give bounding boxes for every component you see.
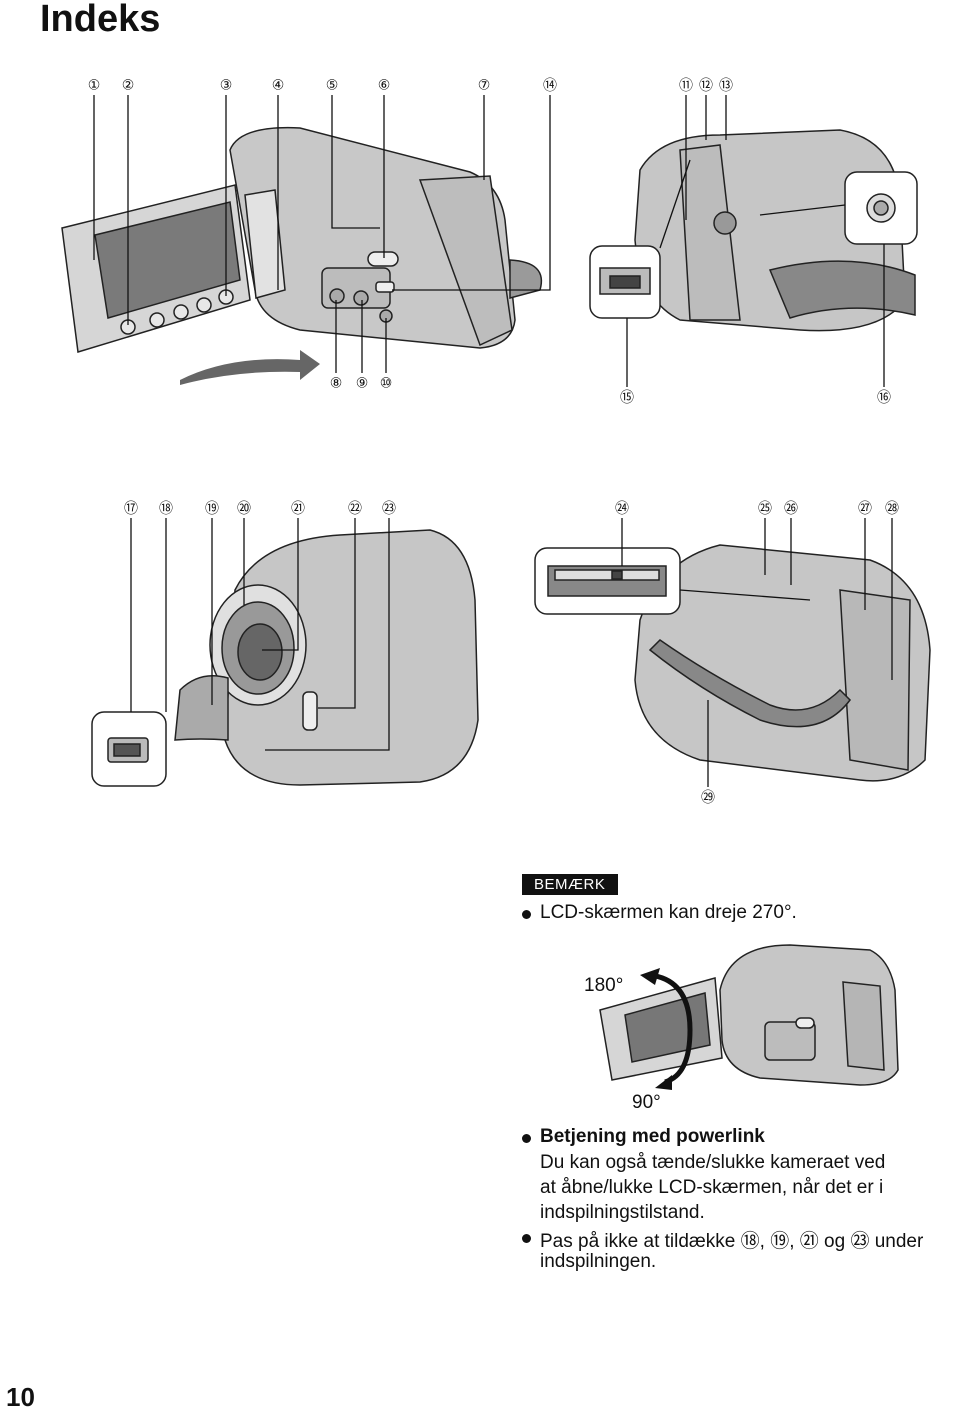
callout-8: ⑧ xyxy=(329,374,343,391)
callout-6: ⑥ xyxy=(377,76,391,93)
callout-11: ⑪ xyxy=(679,77,693,93)
callout-18: ⑱ xyxy=(159,500,173,516)
callout-14: ⑭ xyxy=(543,77,557,93)
camcorder-front-view-illustration xyxy=(91,518,479,787)
callout-9: ⑨ xyxy=(355,374,369,391)
callout-23: ㉓ xyxy=(382,500,396,516)
callout-28: ㉘ xyxy=(885,500,899,516)
callout-4: ④ xyxy=(271,76,285,93)
callout-12: ⑫ xyxy=(699,77,713,93)
lcd-rotation-illustration xyxy=(599,944,899,1090)
warning-line1: Pas på ikke at tildække ⑱, ⑲, ㉑ og ㉓ und… xyxy=(521,1226,923,1253)
callout-1: ① xyxy=(87,76,101,93)
callout-25: ㉕ xyxy=(758,500,772,516)
powerlink-heading: Betjening med powerlink xyxy=(522,1126,765,1147)
powerlink-text-line3: indspilningstilstand. xyxy=(540,1202,705,1223)
callout-2: ② xyxy=(121,76,135,93)
callout-19: ⑲ xyxy=(205,500,219,516)
callout-27: ㉗ xyxy=(858,500,872,516)
callout-21: ㉑ xyxy=(291,500,305,516)
note-badge: BEMÆRK xyxy=(522,874,619,895)
note-text: LCD-skærmen kan dreje 270°. xyxy=(522,902,797,923)
camcorder-left-view-illustration xyxy=(61,95,551,385)
page-title: Indeks xyxy=(40,0,161,40)
callout-24: ㉔ xyxy=(615,500,629,516)
angle-90-label: 90° xyxy=(632,1092,661,1113)
callout-16: ⑯ xyxy=(877,389,891,405)
callout-20: ⑳ xyxy=(237,500,251,516)
callout-22: ㉒ xyxy=(348,500,362,516)
callout-15: ⑮ xyxy=(620,389,634,405)
callout-7: ⑦ xyxy=(477,76,491,93)
camcorder-right-view-illustration xyxy=(589,95,918,387)
callout-26: ㉖ xyxy=(784,500,798,516)
callout-10: ⑩ xyxy=(379,374,393,391)
callout-3: ③ xyxy=(219,76,233,93)
callout-29: ㉙ xyxy=(701,789,715,805)
angle-180-label: 180° xyxy=(584,975,624,996)
callout-13: ⑬ xyxy=(719,77,733,93)
powerlink-text-line2: at åbne/lukke LCD-skærmen, når det er i xyxy=(540,1177,884,1198)
callout-17: ⑰ xyxy=(124,500,138,516)
powerlink-text-line1: Du kan også tænde/slukke kameraet ved xyxy=(540,1152,886,1173)
warning-line2: indspilningen. xyxy=(540,1251,657,1272)
camcorder-bottom-view-illustration xyxy=(534,518,931,787)
page-number: 10 xyxy=(6,1382,35,1412)
callout-5: ⑤ xyxy=(325,76,339,93)
